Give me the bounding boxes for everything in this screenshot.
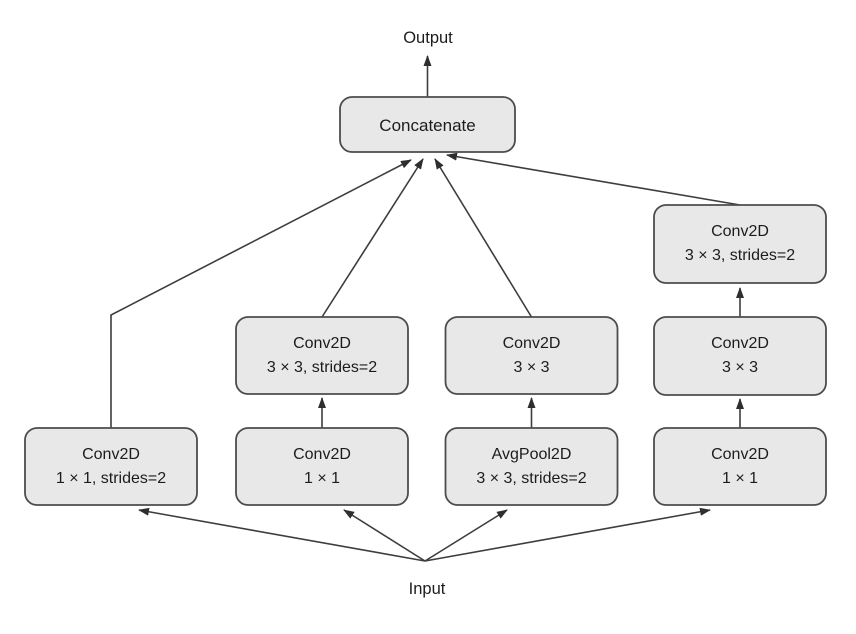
node-label-line1: Conv2D (293, 446, 351, 463)
output-label: Output (403, 29, 453, 47)
input-label: Input (409, 580, 446, 598)
node-b3-conv2d-3x3: Conv2D 3 × 3 (444, 316, 619, 395)
node-box (653, 204, 827, 284)
arrow-branch4-to-concat (446, 152, 741, 206)
concatenate-box (339, 96, 516, 153)
node-b4-conv2d-3x3-s2: Conv2D 3 × 3, strides=2 (653, 204, 827, 284)
node-label-line1: Conv2D (711, 223, 769, 240)
node-label-line2: 1 × 1 (304, 470, 340, 487)
arrow-input-to-branch3 (424, 509, 508, 562)
node-box (444, 427, 619, 506)
node-b4-conv2d-3x3: Conv2D 3 × 3 (653, 316, 827, 396)
arrow-input-to-branch4 (424, 507, 711, 562)
node-label-line1: Conv2D (82, 446, 140, 463)
node-label-line1: Conv2D (711, 335, 769, 352)
node-b3-avgpool2d-3x3-s2: AvgPool2D 3 × 3, strides=2 (444, 427, 619, 506)
arrow-branch2-to-concat (321, 158, 424, 318)
node-box (24, 427, 198, 506)
arrow-input-to-branch1 (138, 507, 426, 562)
node-label-line2: 3 × 3 (513, 359, 549, 376)
node-box (444, 316, 619, 395)
node-label-line2: 1 × 1, strides=2 (56, 470, 166, 487)
node-b4-conv2d-1x1: Conv2D 1 × 1 (653, 427, 827, 506)
node-box (235, 316, 409, 395)
node-box (653, 427, 827, 506)
node-b2-conv2d-1x1: Conv2D 1 × 1 (235, 427, 409, 506)
node-box (653, 316, 827, 396)
node-label-line2: 1 × 1 (722, 470, 758, 487)
node-label-line1: Conv2D (503, 335, 561, 352)
node-label-line1: Conv2D (711, 446, 769, 463)
node-label-line2: 3 × 3, strides=2 (476, 470, 586, 487)
node-label-line2: 3 × 3, strides=2 (267, 359, 377, 376)
node-label-line2: 3 × 3, strides=2 (685, 247, 795, 264)
arrow-input-to-branch2 (343, 509, 426, 562)
arrow-branch3-to-concat (434, 158, 533, 318)
node-box (235, 427, 409, 506)
concatenate-label: Concatenate (379, 116, 475, 135)
node-label-line1: Conv2D (293, 335, 351, 352)
node-label-line1: AvgPool2D (492, 446, 572, 463)
node-b2-conv2d-3x3-s2: Conv2D 3 × 3, strides=2 (235, 316, 409, 395)
node-b1-conv2d-1x1-s2: Conv2D 1 × 1, strides=2 (24, 427, 198, 506)
concatenate-node: Concatenate (339, 96, 516, 153)
node-label-line2: 3 × 3 (722, 359, 758, 376)
arrow-branch1-to-concat (110, 159, 412, 428)
